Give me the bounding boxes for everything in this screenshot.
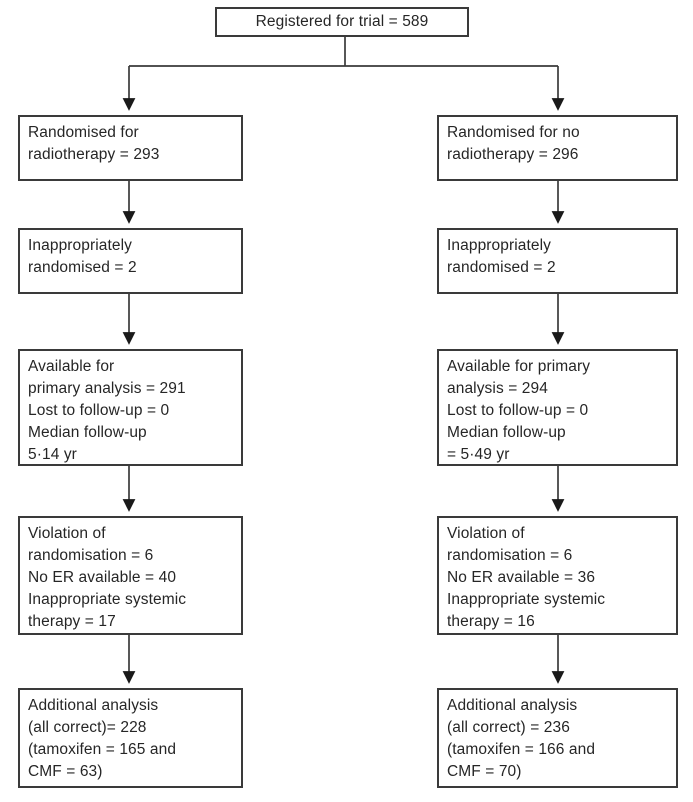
radiotherapy-inappropriately-randomised-box: Inappropriately randomised = 2 [18, 228, 243, 294]
no-radiotherapy-additional-analysis-box: Additional analysis (all correct) = 236 … [437, 688, 678, 788]
radiotherapy-additional-analysis-box: Additional analysis (all correct)= 228 (… [18, 688, 243, 788]
no-radiotherapy-primary-analysis-box: Available for primary analysis = 294 Los… [437, 349, 678, 466]
registered-for-trial-box: Registered for trial = 589 [215, 7, 469, 37]
no-radiotherapy-inappropriately-randomised-box: Inappropriately randomised = 2 [437, 228, 678, 294]
radiotherapy-randomised-box: Randomised for radiotherapy = 293 [18, 115, 243, 181]
no-radiotherapy-violation-box: Violation of randomisation = 6 No ER ava… [437, 516, 678, 635]
radiotherapy-violation-box: Violation of randomisation = 6 No ER ava… [18, 516, 243, 635]
no-radiotherapy-randomised-box: Randomised for no radiotherapy = 296 [437, 115, 678, 181]
radiotherapy-primary-analysis-box: Available for primary analysis = 291 Los… [18, 349, 243, 466]
